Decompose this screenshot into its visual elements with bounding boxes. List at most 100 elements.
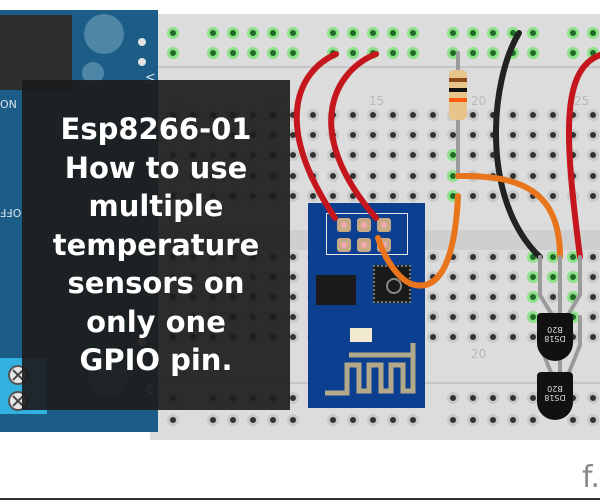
breadboard-hole bbox=[507, 190, 519, 202]
sensor-label: DS18 B20 bbox=[544, 325, 566, 343]
breadboard-hole bbox=[567, 271, 579, 283]
top-rail-divider bbox=[150, 66, 600, 68]
title-line-1: Esp8266-01 bbox=[60, 112, 252, 147]
breadboard-hole bbox=[467, 414, 479, 426]
breadboard-hole bbox=[467, 311, 479, 323]
breadboard-hole bbox=[507, 291, 519, 303]
breadboard-hole bbox=[487, 27, 499, 39]
ds18b20-sensor-2: DS18 B20 bbox=[537, 372, 573, 420]
breadboard-hole bbox=[327, 190, 339, 202]
breadboard-hole bbox=[447, 331, 459, 343]
breadboard-hole bbox=[467, 47, 479, 59]
module-capacitor bbox=[84, 14, 124, 54]
breadboard-hole bbox=[287, 149, 299, 161]
breadboard-hole bbox=[587, 331, 599, 343]
breadboard-hole bbox=[267, 27, 279, 39]
breadboard-hole bbox=[407, 47, 419, 59]
breadboard-hole bbox=[527, 291, 539, 303]
breadboard-hole bbox=[207, 414, 219, 426]
wire bbox=[293, 51, 339, 221]
esp-pin bbox=[357, 218, 371, 232]
breadboard-hole bbox=[467, 149, 479, 161]
breadboard-hole bbox=[507, 414, 519, 426]
breadboard-hole bbox=[527, 47, 539, 59]
flash-chip bbox=[316, 275, 356, 305]
breadboard-hole bbox=[587, 414, 599, 426]
breadboard-hole bbox=[407, 129, 419, 141]
title-line-6: only one bbox=[86, 304, 226, 339]
breadboard-hole bbox=[407, 190, 419, 202]
breadboard-hole bbox=[407, 170, 419, 182]
antenna-trace-icon bbox=[325, 343, 416, 396]
breadboard-hole bbox=[567, 251, 579, 263]
breadboard-hole bbox=[427, 291, 439, 303]
breadboard-hole bbox=[587, 392, 599, 404]
breadboard-hole bbox=[447, 311, 459, 323]
breadboard-hole bbox=[527, 392, 539, 404]
breadboard-hole bbox=[387, 109, 399, 121]
breadboard-hole bbox=[307, 109, 319, 121]
breadboard-hole bbox=[587, 109, 599, 121]
wire bbox=[538, 255, 554, 317]
breadboard-hole bbox=[507, 109, 519, 121]
breadboard-hole bbox=[527, 311, 539, 323]
column-number-15: 15 bbox=[369, 94, 385, 108]
breadboard-hole bbox=[407, 27, 419, 39]
breadboard-hole bbox=[267, 414, 279, 426]
breadboard-hole bbox=[287, 414, 299, 426]
breadboard-hole bbox=[487, 291, 499, 303]
breadboard-hole bbox=[587, 170, 599, 182]
resistor bbox=[449, 70, 467, 120]
breadboard-hole bbox=[527, 109, 539, 121]
breadboard-hole bbox=[527, 271, 539, 283]
breadboard-hole bbox=[547, 190, 559, 202]
breadboard-hole bbox=[507, 331, 519, 343]
breadboard-hole bbox=[427, 149, 439, 161]
breadboard-hole bbox=[407, 149, 419, 161]
breadboard-hole bbox=[587, 149, 599, 161]
breadboard-hole bbox=[267, 47, 279, 59]
breadboard-hole bbox=[287, 271, 299, 283]
breadboard-hole bbox=[287, 190, 299, 202]
breadboard-hole bbox=[387, 47, 399, 59]
resistor-band bbox=[449, 78, 467, 82]
breadboard-hole bbox=[507, 129, 519, 141]
breadboard-hole bbox=[447, 392, 459, 404]
breadboard-hole bbox=[507, 271, 519, 283]
column-number-25: 25 bbox=[574, 94, 590, 108]
breadboard-hole bbox=[487, 251, 499, 263]
module-component bbox=[82, 62, 104, 84]
breadboard-hole bbox=[547, 271, 559, 283]
breadboard-hole bbox=[527, 414, 539, 426]
breadboard-hole bbox=[167, 47, 179, 59]
breadboard-hole bbox=[167, 414, 179, 426]
breadboard-hole bbox=[587, 311, 599, 323]
breadboard-hole bbox=[587, 129, 599, 141]
module-pin bbox=[138, 38, 146, 46]
column-number-20: 20 bbox=[471, 94, 487, 108]
breadboard-hole bbox=[387, 129, 399, 141]
breadboard-hole bbox=[287, 251, 299, 263]
breadboard-hole bbox=[387, 27, 399, 39]
breadboard-hole bbox=[587, 27, 599, 39]
breadboard-hole bbox=[427, 311, 439, 323]
breadboard-hole bbox=[467, 331, 479, 343]
wire bbox=[328, 51, 379, 221]
breadboard-hole bbox=[227, 47, 239, 59]
esp-pin bbox=[377, 218, 391, 232]
title-line-2: How to use bbox=[64, 150, 248, 185]
esp8266-01-board bbox=[308, 203, 425, 408]
breadboard-hole bbox=[467, 109, 479, 121]
breadboard-hole bbox=[287, 311, 299, 323]
breadboard-hole bbox=[567, 414, 579, 426]
breadboard-hole bbox=[327, 170, 339, 182]
breadboard-hole bbox=[367, 149, 379, 161]
esp-pin bbox=[337, 218, 351, 232]
module-pin bbox=[138, 58, 146, 66]
breadboard-hole bbox=[527, 27, 539, 39]
breadboard-hole bbox=[287, 392, 299, 404]
breadboard-hole bbox=[367, 414, 379, 426]
breadboard-hole bbox=[507, 149, 519, 161]
breadboard-hole bbox=[527, 331, 539, 343]
